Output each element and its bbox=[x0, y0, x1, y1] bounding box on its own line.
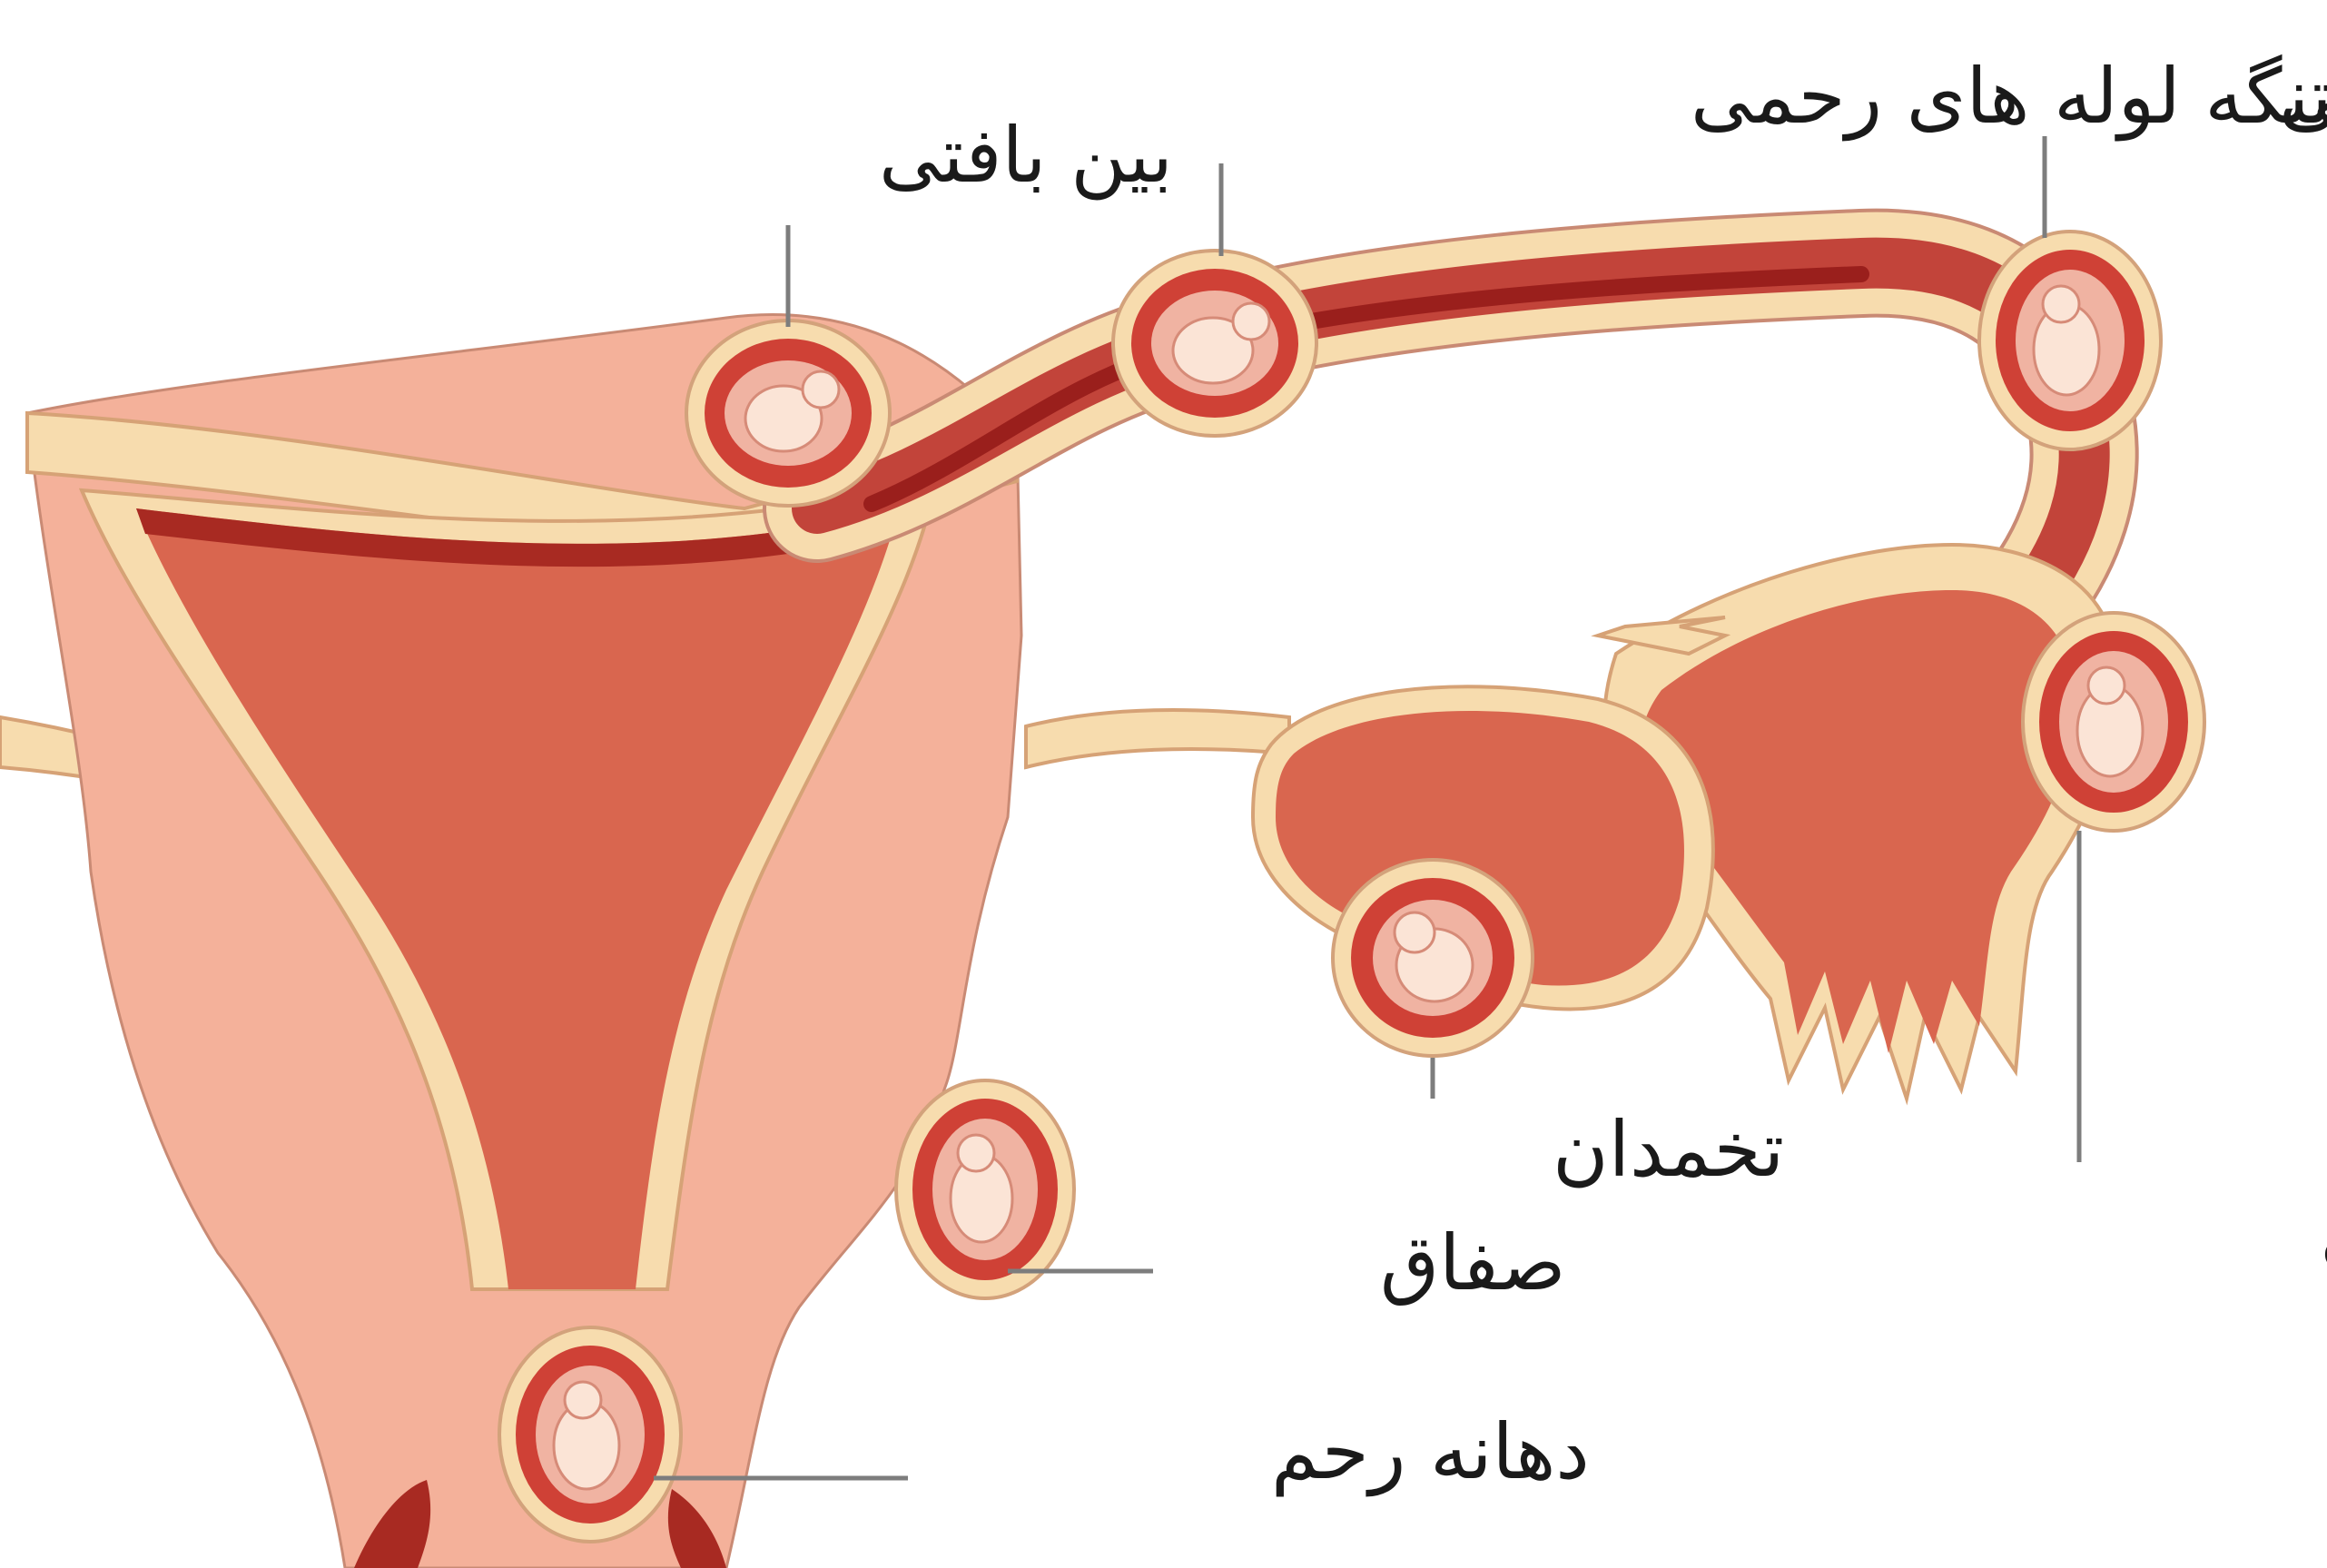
sac-ampulla bbox=[1979, 232, 2161, 449]
label-peritoneum: صفاق bbox=[1380, 1218, 1566, 1307]
label-ovary: تخمدان bbox=[1553, 1105, 1784, 1194]
label-isthmus: تنگه لوله های رحمی bbox=[1691, 52, 2327, 142]
label-interstitial: بین بافتی bbox=[879, 111, 1173, 201]
sac-ovarian bbox=[1333, 860, 1533, 1056]
sac-abdominal bbox=[896, 1080, 1074, 1298]
sac-fimbrial bbox=[2023, 613, 2204, 831]
label-fimbriae: روزنه قیفی شکل bbox=[2320, 1187, 2327, 1277]
label-fallopian-tubes: لوله های رحمی bbox=[2279, 52, 2327, 142]
label-cervix: دهانه رحم bbox=[1271, 1407, 1590, 1497]
right-ligament bbox=[1026, 710, 1289, 767]
sac-cervical bbox=[499, 1327, 681, 1542]
sac-isthmus bbox=[1113, 251, 1316, 436]
sac-interstitial bbox=[686, 321, 890, 506]
